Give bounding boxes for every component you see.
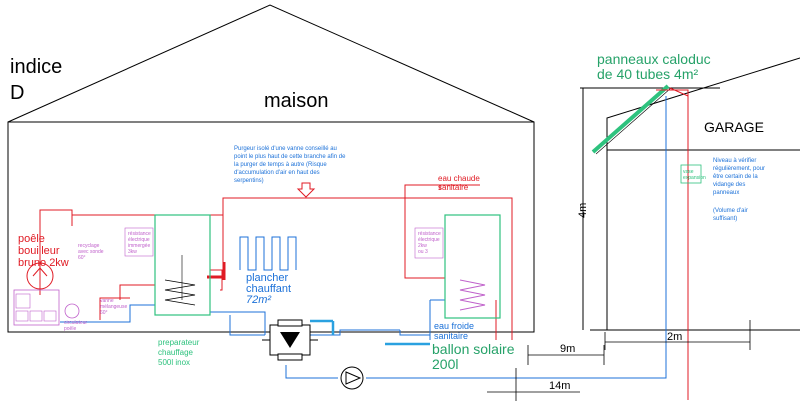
stove (13, 262, 60, 326)
mix-valve-label-2: mélangeuse (100, 304, 127, 310)
purge-note: Purgeur isolé d'une vanne conseillé au p… (234, 146, 346, 184)
dim-2m: 2m (667, 331, 682, 343)
buffer-tank (124, 214, 211, 316)
stove-label-1: poêle (18, 233, 45, 245)
cold-water-label-1: eau froide (434, 321, 474, 331)
stove-recycle-3: 60° (78, 255, 86, 261)
stove-recycle-1: recyclage (78, 243, 100, 249)
mix-valve-label-3: 60° (100, 310, 108, 316)
buffer-tank-label-2: chauffage (158, 348, 194, 357)
purge-arrow-icon (296, 182, 316, 198)
floor-heating (239, 236, 297, 271)
expansion-note: Niveau à vérifier régulièrement, pour êt… (713, 158, 765, 222)
svg-text:Purgeur isolé d'une vanne con: Purgeur isolé d'une vanne conseillé au (234, 146, 337, 152)
expansion-box-2: expansion (683, 175, 706, 181)
dimension-lines (487, 320, 751, 401)
svg-text:être certain de la: être certain de la (713, 174, 758, 180)
svg-text:d'accumulation d'air en haut d: d'accumulation d'air en haut des (234, 170, 320, 176)
solar-heater-4: ou 3 (418, 249, 428, 255)
hot-water-label-2: sanitaire (438, 183, 469, 192)
svg-text:la purger de temps à autre (Ri: la purger de temps à autre (Risque (234, 162, 327, 168)
hot-pipes (39, 87, 689, 400)
svg-text:suffisant): suffisant) (713, 216, 737, 222)
buffer-tank-label-3: 500l inox (158, 358, 190, 367)
buffer-heater-3: immergée (128, 243, 150, 249)
buffer-heater-2: électrique (128, 237, 150, 243)
svg-text:(Volume d'air: (Volume d'air (713, 208, 748, 214)
stove-label-2: bouilleur (18, 245, 60, 257)
solar-heater-2: électrique (418, 237, 440, 243)
svg-text:point le plus haut de cette br: point le plus haut de cette branche afin… (234, 154, 346, 160)
floor-heating-label-2: chauffant (246, 283, 291, 295)
floor-heating-label-3: 72m² (246, 294, 271, 306)
solar-heater-3: 2kw (418, 243, 427, 249)
dim-14m: 14m (549, 380, 570, 392)
buffer-heater-4: 3kw (128, 249, 137, 255)
mix-valve-label-1: vanne (100, 298, 114, 304)
expansion-vessel (680, 164, 702, 184)
garage-title: GARAGE (704, 119, 764, 135)
svg-text:panneaux: panneaux (713, 190, 739, 196)
stove-pump (64, 303, 80, 319)
floor-heating-label-1: plancher (246, 272, 289, 284)
svg-text:Niveau à vérifier: Niveau à vérifier (713, 158, 756, 164)
indice-label: indice (10, 56, 62, 78)
panel-label-1: panneaux caloduc (597, 51, 711, 67)
dim-height: 4m (577, 203, 589, 218)
solar-tank-label-2: 200l (432, 356, 458, 372)
indice-letter: D (10, 82, 24, 104)
mixing-valve (262, 319, 318, 361)
buffer-tank-label-1: preparateur (158, 338, 200, 347)
cold-water-label-2: sanitaire (434, 331, 468, 341)
svg-text:serpentins): serpentins) (234, 178, 264, 184)
solar-tank (414, 214, 501, 319)
stove-pump-label-2: poêle (64, 326, 76, 332)
cold-pipes (60, 96, 667, 379)
panel-label-2: de 40 tubes 4m² (597, 66, 699, 82)
expansion-box-1: vase (683, 169, 694, 175)
solar-panel (591, 84, 672, 155)
stove-label-3: bruno 2kw (18, 257, 69, 269)
solar-heater-1: résistance (418, 231, 441, 237)
svg-text:vidange des: vidange des (713, 182, 745, 188)
solar-pump (340, 366, 364, 390)
garage-outline (580, 57, 800, 331)
svg-text:régulièrement, pour: régulièrement, pour (713, 166, 765, 172)
dim-9m: 9m (560, 343, 575, 355)
buffer-heater-1: résistance (128, 231, 151, 237)
stove-recycle-2: avec sonde (78, 249, 104, 255)
house-title: maison (264, 90, 328, 112)
stove-pump-label-1: circulateur (64, 320, 87, 326)
hot-water-label-1: eau chaude (438, 174, 480, 183)
solar-tank-label-1: ballon solaire (432, 341, 515, 357)
